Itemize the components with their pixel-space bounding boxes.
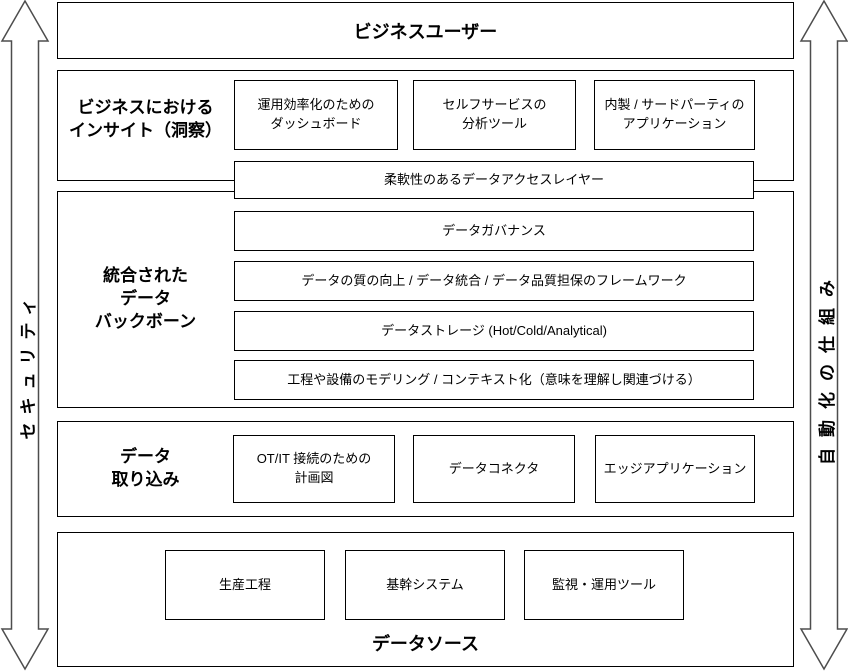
monitoring-ops-tools-box: 監視・運用ツール bbox=[524, 550, 684, 620]
dashboards-box: 運用効率化のための ダッシュボード bbox=[234, 80, 398, 150]
core-systems-box: 基幹システム bbox=[345, 550, 505, 620]
ot-it-connectivity-box: OT/IT 接続のための 計画図 bbox=[233, 435, 395, 503]
data-access-layer-box: 柔軟性のあるデータアクセスレイヤー bbox=[234, 161, 754, 199]
data-storage-box: データストレージ (Hot/Cold/Analytical) bbox=[234, 311, 754, 351]
ingest-section bbox=[57, 421, 794, 517]
data-quality-framework-box: データの質の向上 / データ統合 / データ品質担保のフレームワーク bbox=[234, 261, 754, 301]
self-service-analytics-box: セルフサービスの 分析ツール bbox=[413, 80, 576, 150]
data-governance-box: データガバナンス bbox=[234, 211, 754, 251]
ingest-section-label: データ 取り込み bbox=[111, 447, 180, 489]
edge-application-box: エッジアプリケーション bbox=[595, 435, 755, 503]
production-process-box: 生産工程 bbox=[165, 550, 325, 620]
security-rail-label: セキュリティ bbox=[19, 290, 38, 440]
backbone-section-label: 統合された データ バックボーン bbox=[94, 266, 197, 331]
security-double-arrow-icon bbox=[0, 0, 50, 671]
third-party-apps-box: 内製 / サードパーティの アプリケーション bbox=[594, 80, 755, 150]
sources-section bbox=[57, 532, 794, 667]
data-connector-box: データコネクタ bbox=[413, 435, 575, 503]
automation-rail-label: 自動化の仕組み bbox=[818, 269, 837, 465]
sources-section-label: データソース bbox=[371, 634, 480, 654]
automation-double-arrow-icon bbox=[799, 0, 848, 671]
modeling-contextualization-box: 工程や設備のモデリング / コンテキスト化（意味を理解し関連づける） bbox=[234, 360, 754, 400]
business-users-label: ビジネスユーザー bbox=[353, 21, 498, 42]
insight-section-label: ビジネスにおける インサイト（洞察） bbox=[69, 98, 222, 140]
business-users-band: ビジネスユーザー bbox=[57, 2, 794, 59]
